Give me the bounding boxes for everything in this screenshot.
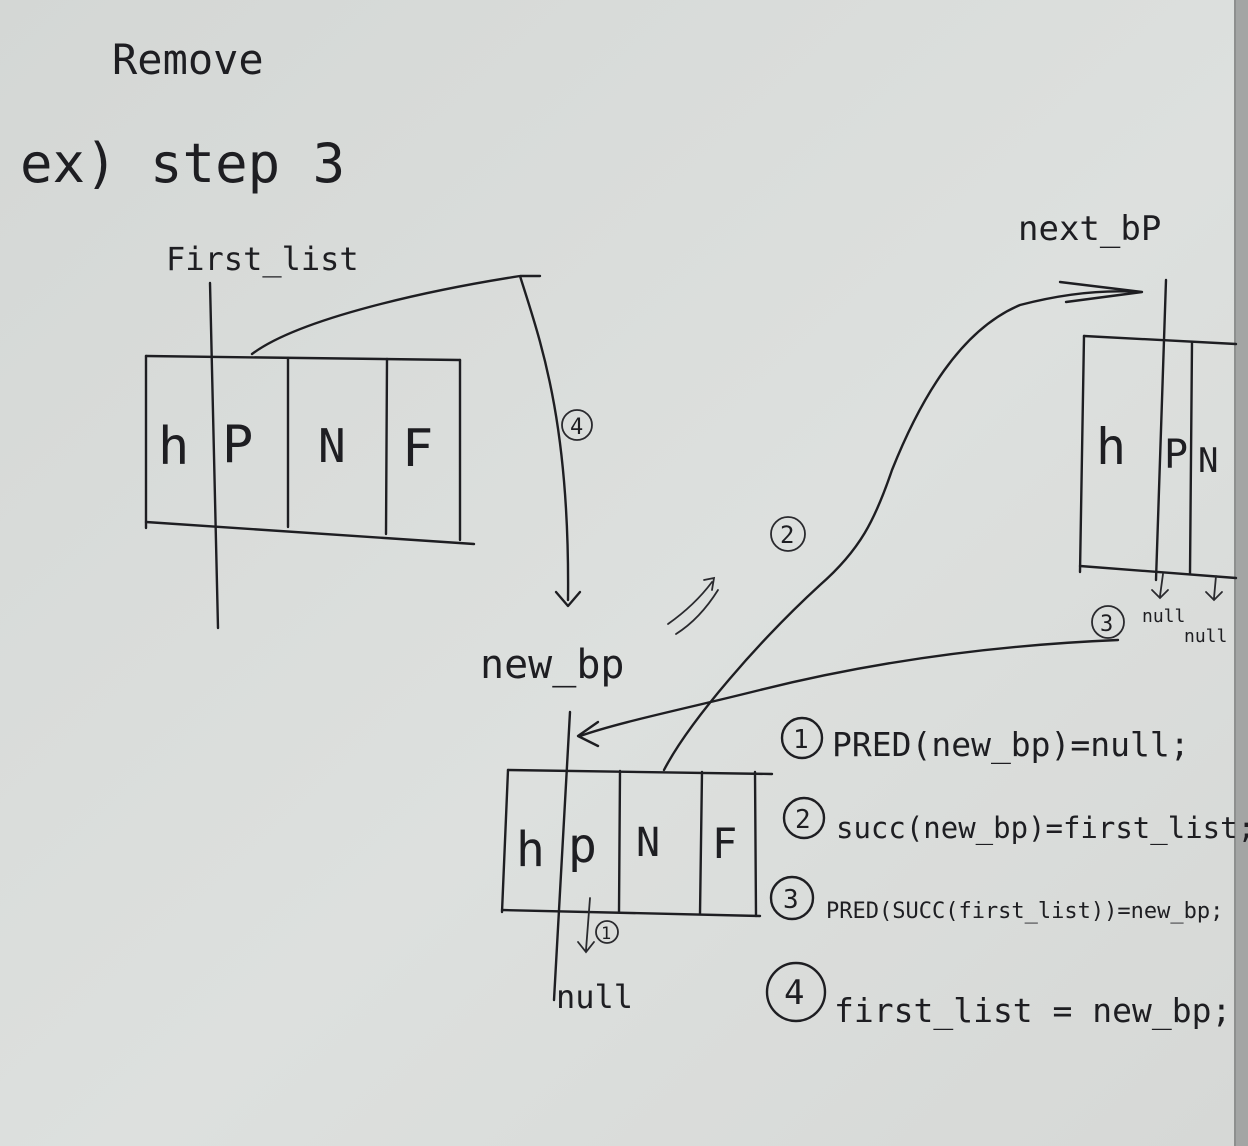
step3-marker: 3 (1100, 612, 1113, 637)
first-block-cell-f: F (402, 419, 433, 479)
step2-marker: 2 (780, 521, 794, 549)
code-step-1-text: PRED(new_bp)=null; (832, 725, 1190, 765)
code-step-2-number: 2 (795, 805, 811, 835)
subtitle: ex) step 3 (20, 132, 345, 195)
first-list-label: First_list (166, 240, 359, 278)
next-succ-null: null (1184, 626, 1227, 647)
new-bp-label: new_bp (480, 642, 625, 688)
new-block-cell-h: h (516, 822, 545, 878)
step1-marker: 1 (601, 924, 611, 944)
code-step-1: 1 PRED(new_bp)=null; (782, 718, 1190, 765)
first-block-cell-p: P (222, 415, 253, 475)
first-block-cell-h: h (158, 417, 189, 477)
next-block-cell-h: h (1096, 418, 1126, 476)
next-bp-label: next_bP (1018, 209, 1161, 249)
code-step-4-number: 4 (784, 973, 804, 1013)
step4-marker: 4 (570, 415, 583, 440)
code-step-3-number: 3 (783, 885, 799, 915)
code-step-4-text: first_list = new_bp; (834, 991, 1231, 1031)
new-block-cell-f: F (712, 819, 737, 868)
code-step-1-number: 1 (793, 725, 809, 755)
code-step-2-text: succ(new_bp)=first_list; (836, 811, 1248, 846)
title: Remove (112, 35, 264, 84)
new-block-cell-n: N (636, 820, 660, 866)
board-frame (1236, 0, 1248, 1146)
next-block-cell-p: P (1164, 432, 1188, 478)
next-pred-null: null (1142, 606, 1185, 627)
new-pred-null: null (556, 978, 633, 1016)
next-block-cell-n: N (1198, 441, 1218, 481)
new-block-cell-p: p (568, 818, 597, 874)
code-step-3-text: PRED(SUCC(first_list))=new_bp; (826, 899, 1223, 924)
first-block-cell-n: N (318, 419, 346, 473)
